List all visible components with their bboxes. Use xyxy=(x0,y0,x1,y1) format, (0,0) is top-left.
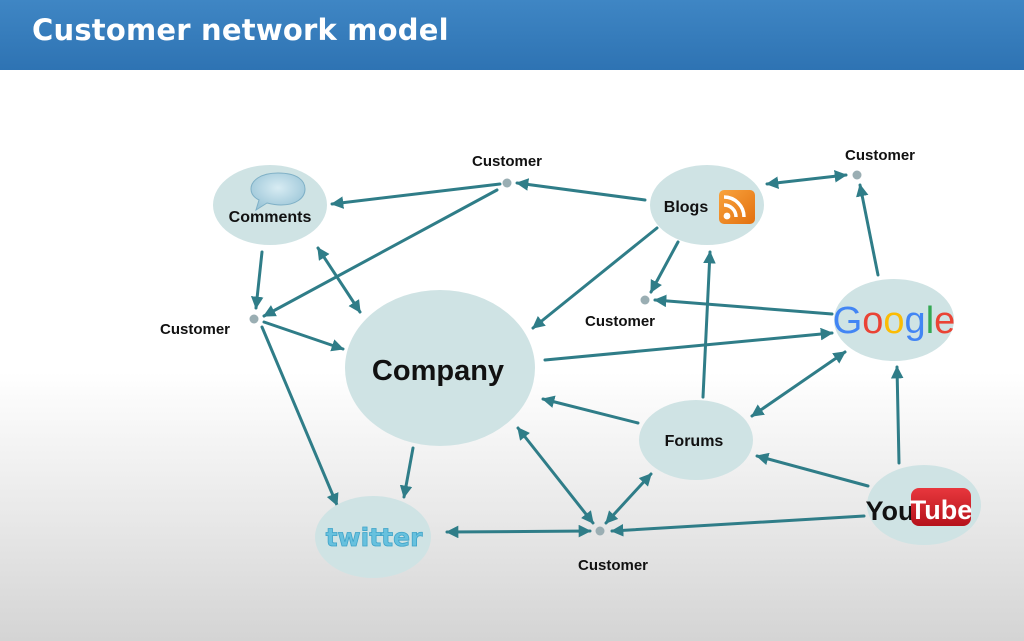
youtube-logo: You Tube xyxy=(866,488,973,526)
customer-label-top-right: Customer xyxy=(845,147,915,164)
customer-label-middle: Customer xyxy=(585,313,655,330)
arrow-cust-left-to-company xyxy=(262,320,345,352)
title-bar: Customer network model xyxy=(0,0,1024,70)
page-title: Customer network model xyxy=(32,13,449,47)
blogs-node: Blogs xyxy=(650,165,764,245)
arrow-blogs-to-cust-top xyxy=(515,178,647,202)
customer-dot-top-center xyxy=(502,178,512,188)
google-logo: Google xyxy=(833,300,956,342)
arrow-blogs-cust-right xyxy=(765,170,848,189)
comments-label: Comments xyxy=(229,209,312,226)
forums-label: Forums xyxy=(665,433,724,450)
arrow-cust-top-to-comments xyxy=(330,182,502,209)
forums-node: Forums xyxy=(639,400,753,480)
arrow-youtube-to-forums xyxy=(755,452,870,488)
youtube-node: You Tube xyxy=(866,465,981,545)
customer-label-bottom: Customer xyxy=(578,557,648,574)
google-node: Google xyxy=(833,279,956,361)
arrow-google-to-cust-mid xyxy=(653,294,834,316)
arrow-forums-google xyxy=(750,350,847,418)
rss-icon xyxy=(719,190,755,224)
customer-label-left: Customer xyxy=(160,321,230,338)
arrow-cust-left-to-twitter xyxy=(260,325,339,507)
google-letter-e: e xyxy=(934,300,955,342)
youtube-tube: Tube xyxy=(910,495,973,525)
arrow-blogs-to-cust-mid xyxy=(649,240,680,294)
arrow-forums-to-blogs xyxy=(701,250,716,399)
arrow-youtube-to-cust-bottom xyxy=(610,514,866,537)
google-letter-g: G xyxy=(833,300,863,342)
customer-dots xyxy=(249,170,862,536)
twitter-logo: twitter xyxy=(326,523,423,552)
arrow-cust-top-to-cust-left xyxy=(262,188,499,318)
google-letter-o1: o xyxy=(862,300,883,342)
twitter-node: twitter xyxy=(315,496,431,578)
arrow-company-to-google xyxy=(543,327,834,362)
arrow-forums-to-company xyxy=(541,395,640,425)
arrow-comments-to-cust-left xyxy=(250,250,264,310)
company-label: Company xyxy=(372,355,504,387)
blogs-label: Blogs xyxy=(664,199,709,216)
arrows xyxy=(250,170,904,539)
arrow-blogs-to-company xyxy=(531,226,659,330)
google-letter-l: l xyxy=(926,300,934,342)
customer-dot-left xyxy=(249,314,259,324)
company-node: Company xyxy=(345,290,535,446)
arrow-comments-company xyxy=(316,246,362,314)
arrow-youtube-to-google xyxy=(890,365,904,465)
arrow-cust-bottom-forums xyxy=(604,472,653,525)
youtube-you: You xyxy=(866,496,915,526)
google-letter-o2: o xyxy=(883,300,904,342)
arrow-twitter-cust-bottom xyxy=(445,524,592,539)
customer-dot-bottom xyxy=(595,526,605,536)
comments-node: Comments xyxy=(213,165,327,245)
arrow-company-to-twitter xyxy=(399,446,415,499)
arrow-company-cust-bottom xyxy=(516,426,595,525)
customer-dot-middle xyxy=(640,295,650,305)
customer-dot-top-right xyxy=(852,170,862,180)
customer-label-top-center: Customer xyxy=(472,153,542,170)
arrow-google-to-cust-right xyxy=(856,183,880,277)
speech-bubble-icon xyxy=(250,172,306,212)
google-letter-g2: g xyxy=(905,300,926,342)
